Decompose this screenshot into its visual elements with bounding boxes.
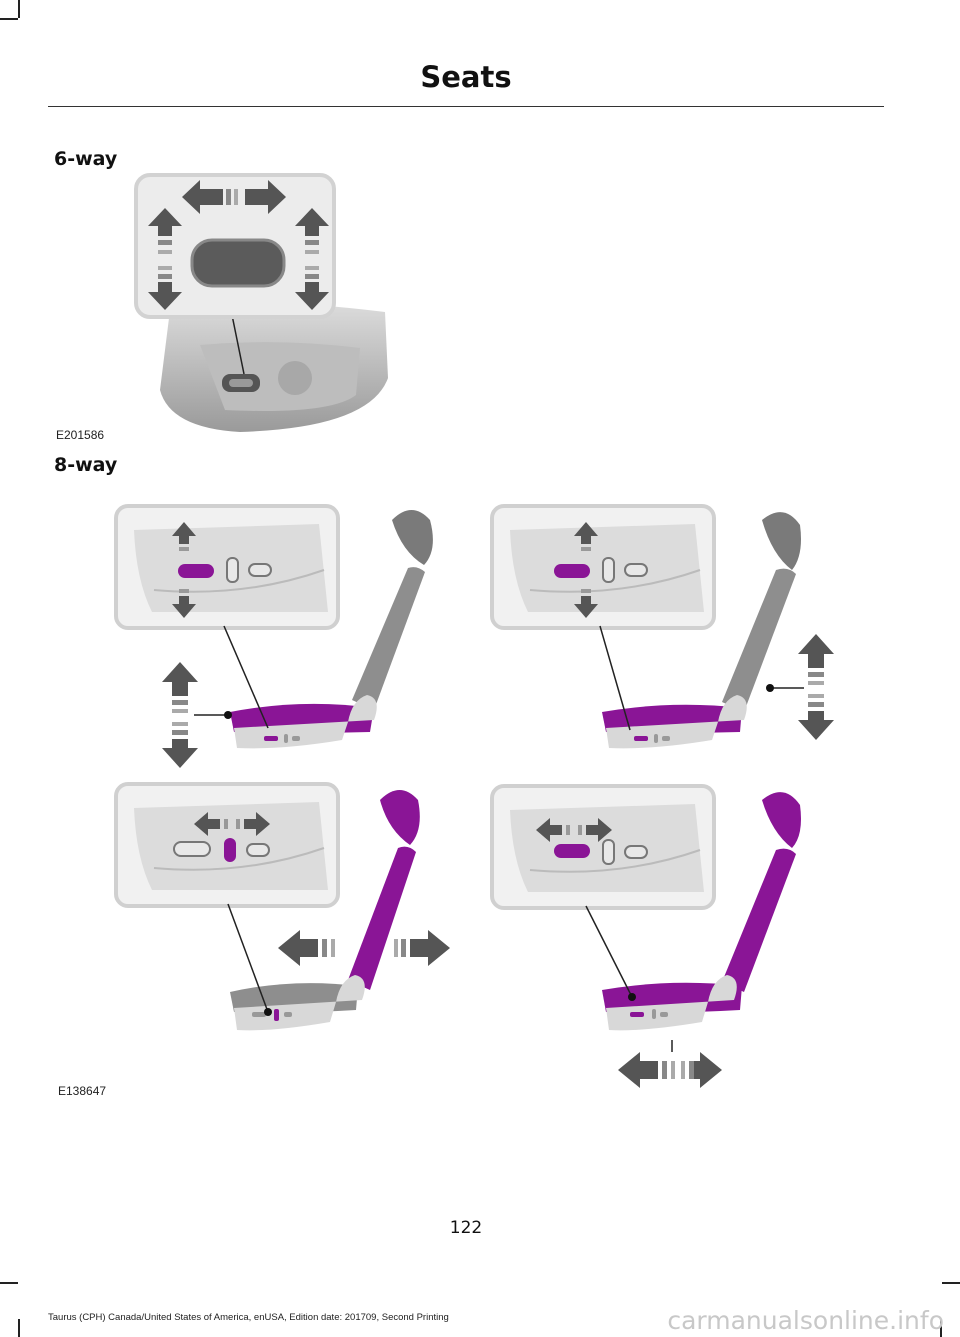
six-way-seat-illustration [134, 173, 388, 432]
section-heading-8-way: 8-way [54, 454, 118, 476]
crop-mark [0, 1282, 18, 1284]
crop-mark [18, 0, 20, 18]
crop-mark [942, 1282, 960, 1284]
section-heading-6-way: 6-way [54, 148, 118, 170]
figure-code-six-way: E201586 [56, 428, 105, 442]
figure-code-eight-way: E138647 [58, 1084, 107, 1098]
page-number: 122 [449, 1218, 483, 1238]
page-title: Seats [420, 60, 512, 94]
eight-way-seat-illustration [114, 504, 834, 1088]
footer-edition-text: Taurus (CPH) Canada/United States of Ame… [48, 1312, 449, 1323]
crop-mark [18, 1319, 20, 1337]
header-divider [48, 106, 884, 107]
crop-mark [940, 1319, 942, 1337]
crop-mark [0, 18, 18, 20]
watermark: carmanualsonline.info [667, 1306, 944, 1335]
